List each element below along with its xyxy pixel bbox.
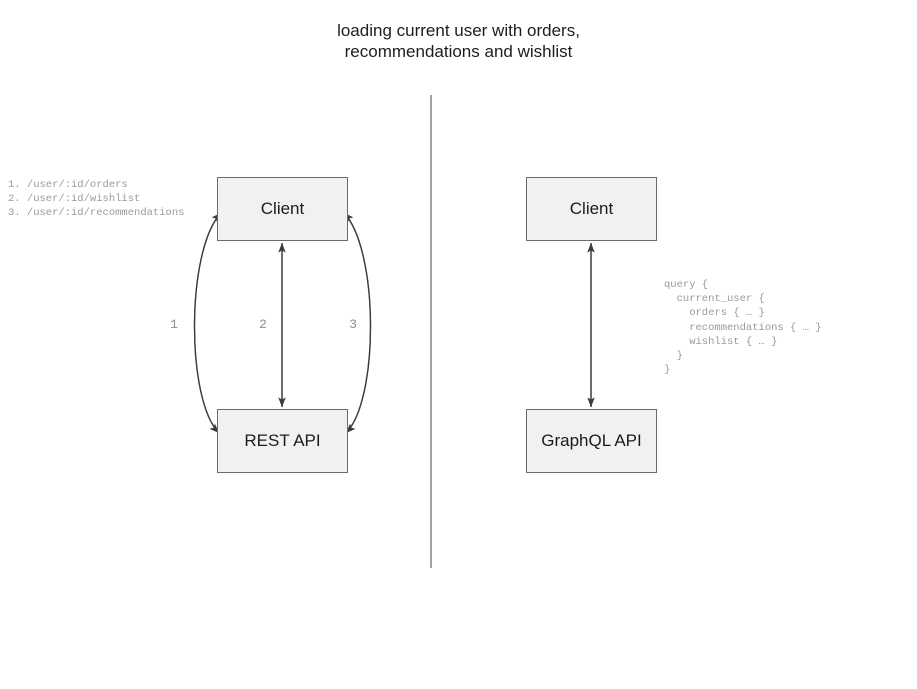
rest-arrow-1-reverse	[193, 212, 222, 434]
page-title: loading current user with orders, recomm…	[337, 21, 580, 61]
arrow-label-2: 2	[259, 317, 267, 332]
rest-endpoint-list: 1. /user/:id/orders 2. /user/:id/wishlis…	[8, 179, 185, 220]
graphql-query-block: query { current_user { orders { … } reco…	[664, 279, 822, 377]
node-client-graphql[interactable]: Client	[526, 177, 657, 241]
arrow-label-3: 3	[349, 317, 357, 332]
node-client-rest[interactable]: Client	[217, 177, 348, 241]
rest-arrow-1	[193, 212, 222, 434]
node-rest-api[interactable]: REST API	[217, 409, 348, 473]
node-graphql-api[interactable]: GraphQL API	[526, 409, 657, 473]
arrow-label-1: 1	[170, 317, 178, 332]
